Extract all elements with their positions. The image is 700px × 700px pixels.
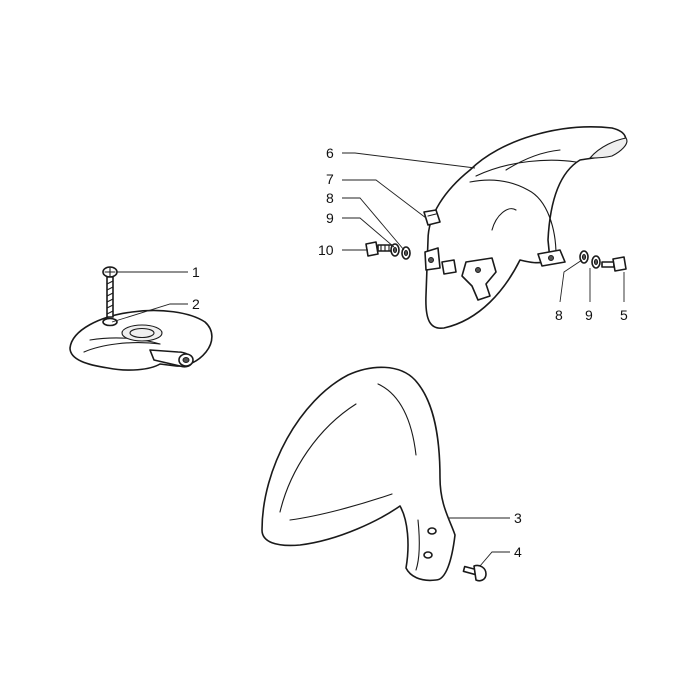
callout-5: 5: [620, 307, 628, 323]
part-rear-mudguard: [424, 126, 628, 329]
part-screw-1: [102, 266, 118, 318]
part-bolt-5: [601, 256, 627, 272]
part-washer-9-right: [591, 255, 601, 269]
leader-lines: [111, 152, 625, 567]
callout-2: 2: [192, 296, 200, 312]
part-front-mudguard: [261, 366, 456, 582]
callout-9-left: 9: [326, 210, 334, 226]
part-washer-8-left: [401, 246, 411, 260]
part-clip-7: [423, 209, 441, 226]
callout-7: 7: [326, 171, 334, 187]
callout-10: 10: [318, 242, 334, 258]
callout-3: 3: [514, 510, 522, 526]
callout-labels: 1 2 6 7 8 9 10 8 9 5 3 4: [192, 145, 628, 560]
callout-9-right: 9: [585, 307, 593, 323]
callout-8-left: 8: [326, 190, 334, 206]
part-screw-4: [462, 564, 487, 582]
callout-6: 6: [326, 145, 334, 161]
part-washer-9-left: [390, 243, 400, 257]
part-bolt-10: [365, 241, 393, 257]
callout-8-right: 8: [555, 307, 563, 323]
callout-4: 4: [514, 544, 522, 560]
callout-1: 1: [192, 264, 200, 280]
part-washer-8-right: [579, 250, 589, 264]
part-splash-plate: [69, 309, 213, 371]
